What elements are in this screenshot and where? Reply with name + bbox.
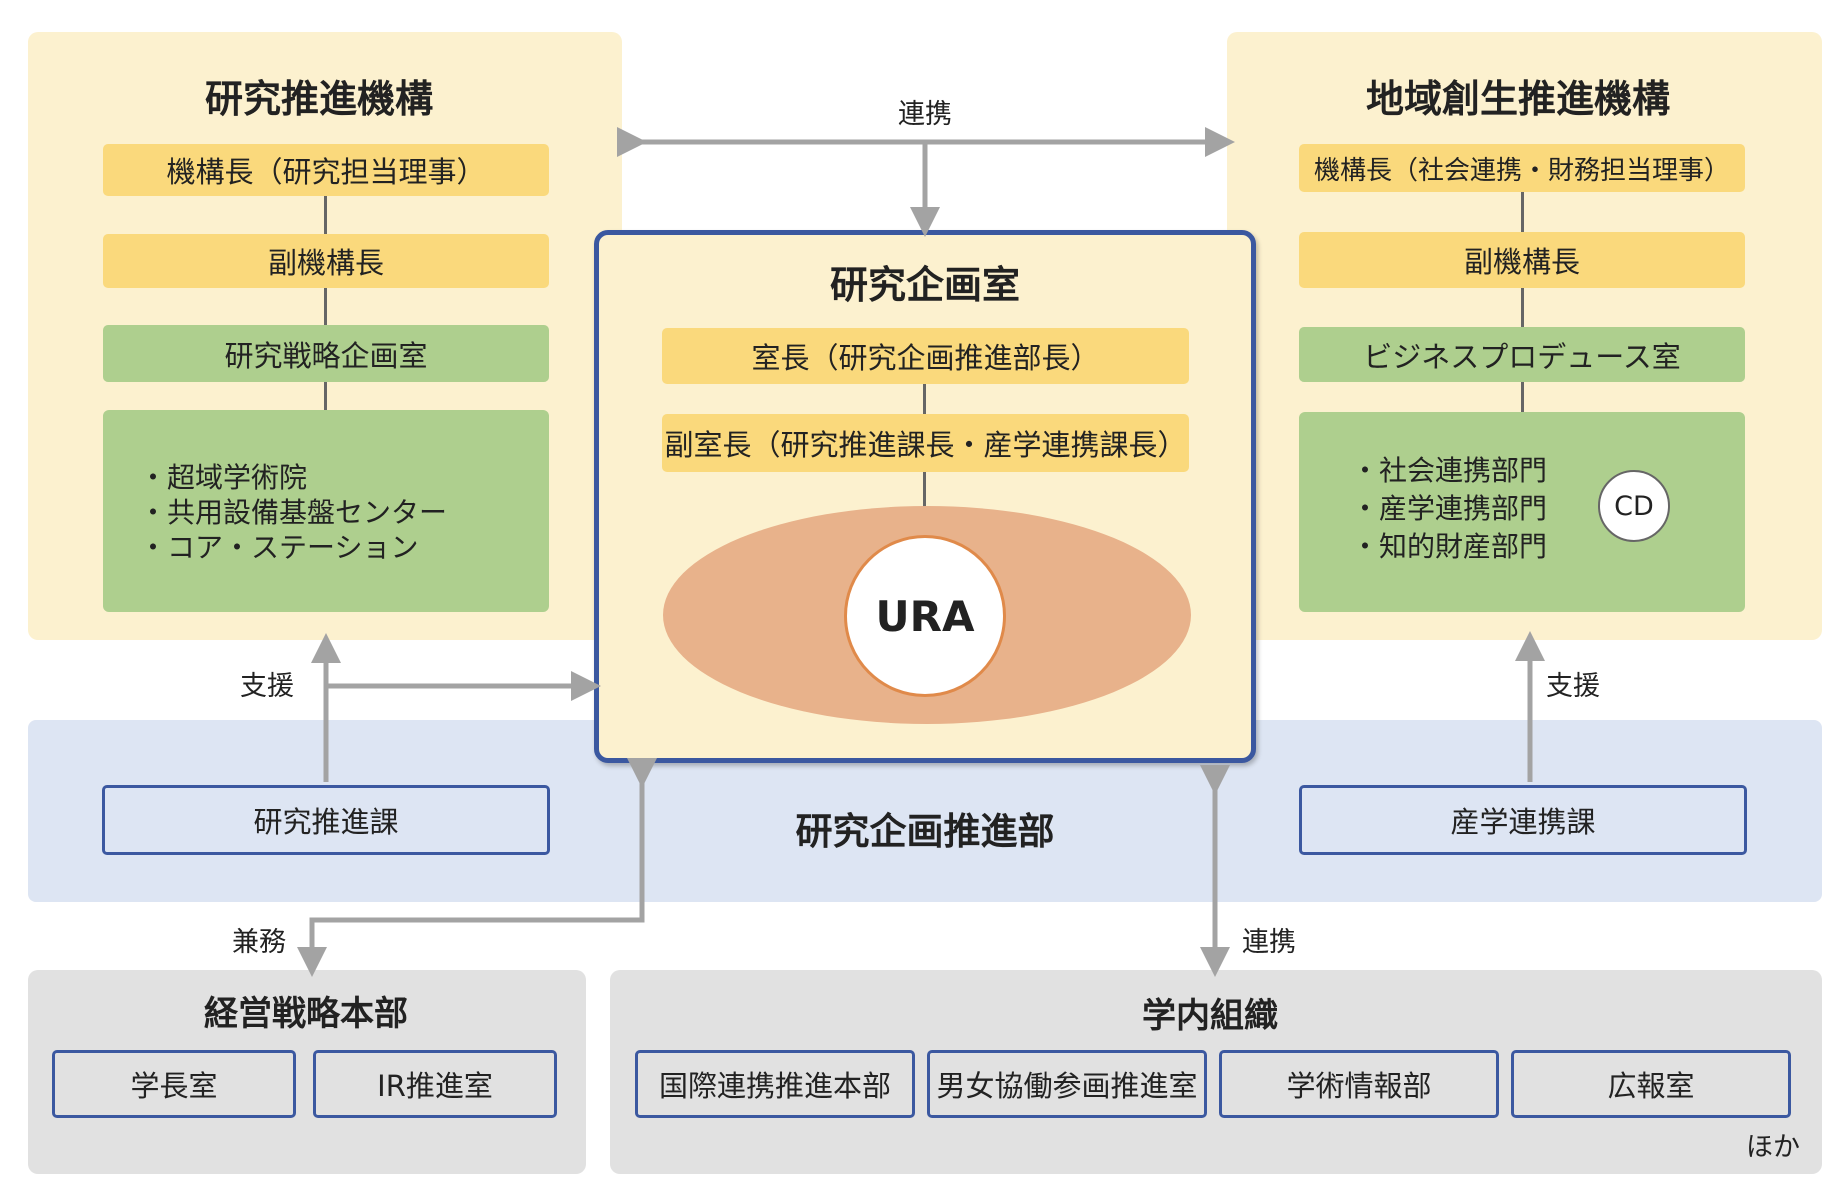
cd-badge: CD: [1598, 470, 1670, 542]
left-org-head: 機構長（研究担当理事）: [103, 144, 549, 196]
right-connector: [1521, 192, 1524, 414]
hq-item-2: IR推進室: [313, 1050, 557, 1118]
right-org-office: ビジネスプロデュース室: [1299, 327, 1745, 382]
right-org-deputy: 副機構長: [1299, 232, 1745, 288]
campus-item-3: 学術情報部: [1219, 1050, 1499, 1118]
right-unit-1: ・社会連携部門: [1351, 454, 1548, 487]
right-org-units: ・社会連携部門 ・産学連携部門 ・知的財産部門: [1299, 412, 1745, 612]
right-section-box: 産学連携課: [1299, 785, 1747, 855]
right-unit-3: ・知的財産部門: [1351, 530, 1548, 563]
left-unit-1: ・超域学術院: [139, 461, 308, 494]
concurrent-label: 兼務: [232, 927, 286, 958]
department-title: 研究企画推進部: [795, 810, 1055, 853]
right-unit-2: ・産学連携部門: [1351, 492, 1548, 525]
campus-item-2: 男女協働参画推進室: [927, 1050, 1207, 1118]
ura-circle: URA: [844, 535, 1006, 697]
right-org-head: 機構長（社会連携・財務担当理事）: [1299, 144, 1745, 192]
left-org-office: 研究戦略企画室: [103, 325, 549, 382]
center-office-title: 研究企画室: [829, 263, 1020, 307]
left-unit-3: ・コア・ステーション: [139, 531, 419, 564]
right-org-title: 地域創生推進機構: [1365, 77, 1670, 121]
top-link-label: 連携: [898, 99, 952, 130]
left-connector: [324, 196, 327, 414]
right-support-label: 支援: [1546, 671, 1600, 702]
left-support-label: 支援: [240, 671, 294, 702]
left-section-box: 研究推進課: [102, 785, 550, 855]
campus-note: ほか: [1746, 1132, 1800, 1163]
left-unit-2: ・共用設備基盤センター: [139, 496, 448, 529]
campus-item-1: 国際連携推進本部: [635, 1050, 915, 1118]
campus-title: 学内組織: [1142, 996, 1278, 1036]
left-org-title: 研究推進機構: [204, 77, 433, 121]
center-office-head: 室長（研究企画推進部長）: [662, 328, 1189, 384]
left-org-units: ・超域学術院 ・共用設備基盤センター ・コア・ステーション: [103, 410, 549, 612]
hq-title: 経営戦略本部: [204, 994, 408, 1034]
bottom-link-label: 連携: [1242, 927, 1296, 958]
left-org-deputy: 副機構長: [103, 234, 549, 288]
center-office-deputy: 副室長（研究推進課長・産学連携課長）: [662, 414, 1189, 472]
campus-item-4: 広報室: [1511, 1050, 1791, 1118]
hq-item-1: 学長室: [52, 1050, 296, 1118]
